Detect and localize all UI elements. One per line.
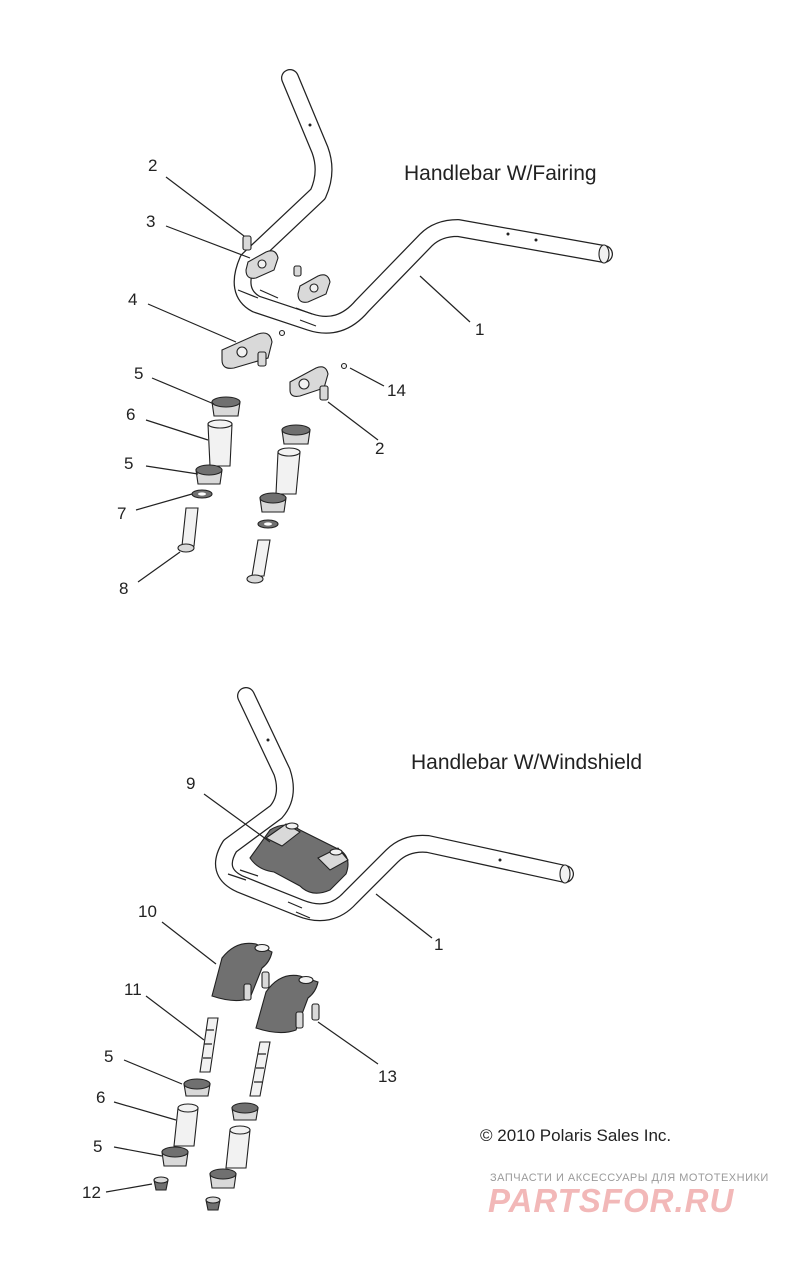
handlebar-tube-part-1b xyxy=(214,687,574,922)
windshield-title: Handlebar W/Windshield xyxy=(411,751,642,774)
fairing-title: Handlebar W/Fairing xyxy=(404,162,597,185)
callout-4: 4 xyxy=(128,290,137,309)
callout-5c: 5 xyxy=(104,1047,113,1066)
watermark-brand: PARTSFOR.RU xyxy=(488,1182,734,1219)
riser-part-10 xyxy=(211,942,320,1034)
right-stack xyxy=(246,424,311,584)
callout-10: 10 xyxy=(138,902,157,921)
callout-11: 11 xyxy=(124,980,142,999)
riser-block-part-9 xyxy=(249,822,349,894)
watermark-tagline: ЗАПЧАСТИ И АКСЕССУАРЫ ДЛЯ МОТОТЕХНИКИ xyxy=(490,1172,769,1184)
callout-1b: 1 xyxy=(434,935,443,954)
callout-13: 13 xyxy=(378,1067,397,1086)
callout-3: 3 xyxy=(146,212,155,231)
bolt-part-2 xyxy=(242,235,252,251)
callout-2: 2 xyxy=(148,156,157,175)
callout-7: 7 xyxy=(117,504,126,523)
callout-6b: 6 xyxy=(96,1088,105,1107)
watermark: ЗАПЧАСТИ И АКСЕССУАРЫ ДЛЯ МОТОТЕХНИКИ PA… xyxy=(488,1172,769,1219)
callout-9: 9 xyxy=(186,774,195,793)
callout-14: 14 xyxy=(387,381,406,400)
callout-5d: 5 xyxy=(93,1137,102,1156)
callout-6: 6 xyxy=(126,405,135,424)
callout-5: 5 xyxy=(134,364,143,383)
right-stack-b xyxy=(205,1041,271,1211)
bolt-small xyxy=(293,265,302,277)
callout-1: 1 xyxy=(475,320,484,339)
left-stack xyxy=(177,396,241,553)
handlebar-tube-part-1 xyxy=(233,69,613,334)
callout-2b: 2 xyxy=(375,439,384,458)
riser-cap-part-4 xyxy=(221,329,348,401)
callout-8: 8 xyxy=(119,579,128,598)
handlebar-windshield-assembly: Handlebar W/Windshield xyxy=(82,687,642,1211)
left-stack-b xyxy=(153,1017,219,1191)
copyright-text: © 2010 Polaris Sales Inc. xyxy=(480,1126,671,1145)
upper-clamp-part-3 xyxy=(245,250,331,303)
callout-5b: 5 xyxy=(124,454,133,473)
callout-12: 12 xyxy=(82,1183,101,1202)
handlebar-fairing-assembly: Handlebar W/Fairing xyxy=(117,69,613,598)
